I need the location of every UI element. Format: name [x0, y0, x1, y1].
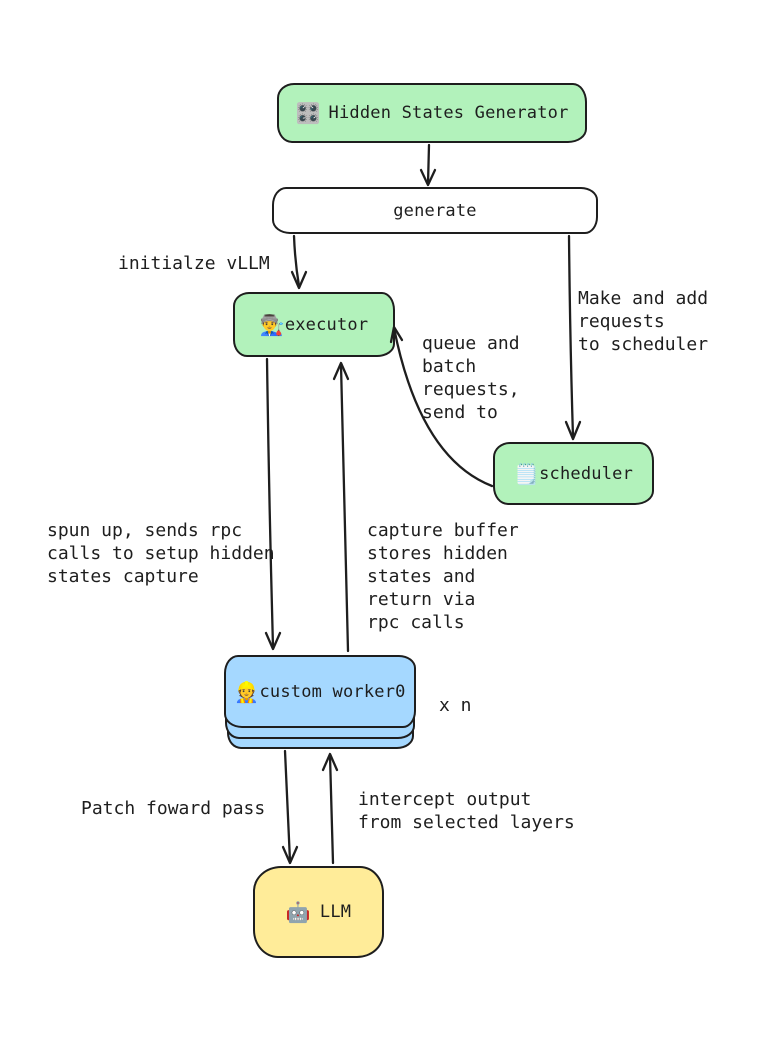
node-executor: 👨‍🏭 executor [233, 292, 395, 357]
control-knobs-icon: 🎛️ [295, 101, 321, 125]
arrow-executor-to-worker [264, 357, 282, 651]
node-label: executor [284, 314, 369, 335]
annotation-queue-batch-requests: queue and batch requests, send to [422, 333, 520, 423]
arrow-generator-to-generate [419, 143, 437, 187]
arrow-generate-to-executor [290, 234, 308, 290]
annotation-initialize-vllm: initialze vLLM [118, 253, 270, 274]
annotation-make-add-requests: Make and add requests to scheduler [578, 288, 709, 355]
spiral-notepad-icon: 🗒️ [513, 461, 540, 486]
node-custom-worker: 👷 custom worker0 [224, 655, 416, 728]
robot-icon: 🤖 [285, 900, 311, 924]
node-llm: 🤖 LLM [253, 866, 384, 958]
annotation-patch-forward-pass: Patch foward pass [81, 798, 266, 819]
annotation-capture-buffer: capture buffer stores hidden states and … [367, 520, 519, 633]
node-label: scheduler [539, 463, 634, 484]
annotation-intercept-output: intercept output from selected layers [358, 789, 575, 833]
node-label: generate [393, 200, 477, 221]
node-generate: generate [272, 187, 598, 234]
annotation-worker-multiplier: x n [439, 695, 472, 716]
arrow-worker-to-executor [332, 361, 350, 653]
arrow-worker-to-llm [281, 749, 299, 865]
construction-worker-icon: 👷 [234, 679, 260, 704]
node-scheduler: 🗒️ scheduler [493, 442, 654, 505]
node-label: custom worker0 [259, 681, 406, 702]
arrow-llm-to-worker [321, 752, 339, 865]
node-label: LLM [319, 902, 352, 922]
factory-worker-icon: 👨‍🏭 [259, 312, 285, 337]
node-hidden-states-generator: 🎛️ Hidden States Generator [277, 83, 587, 143]
annotation-spun-up-rpc: spun up, sends rpc calls to setup hidden… [47, 520, 275, 587]
node-label: Hidden States Generator [328, 103, 569, 123]
